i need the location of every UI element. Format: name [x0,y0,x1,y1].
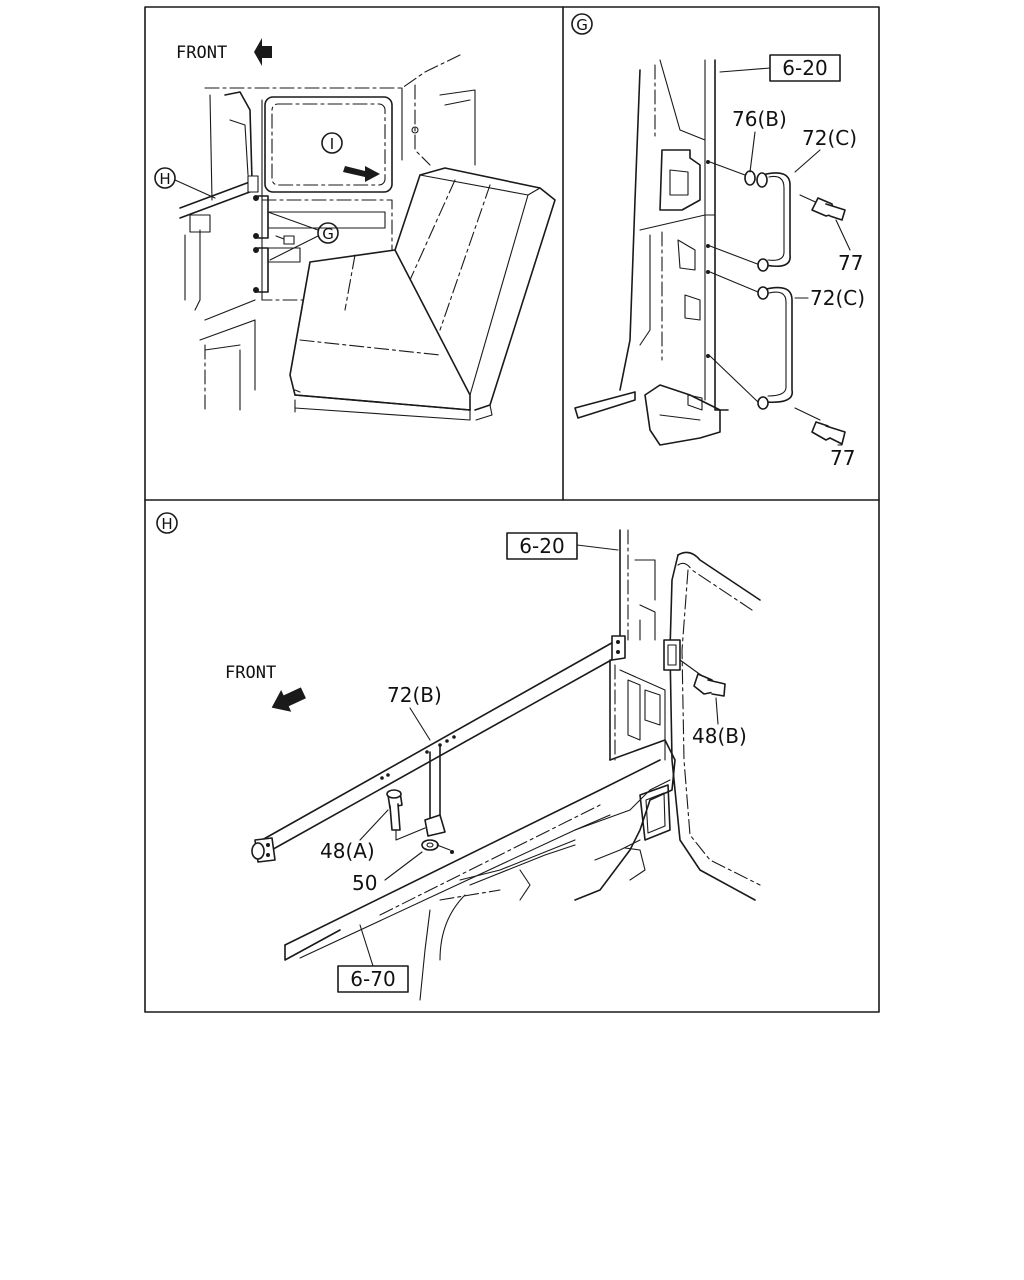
label-48a: 48(A) [320,839,375,863]
handles-g [253,195,295,293]
panel-marker-g: G [571,13,593,35]
bolt-48a-icon [386,789,426,841]
rail-72b [251,635,626,863]
svg-text:H: H [161,515,172,533]
ref-box-6-20-bottom: 6-20 [506,532,619,560]
svg-text:6-70: 6-70 [350,967,395,991]
label-72b: 72(B) [387,683,442,707]
label-50: 50 [352,871,377,895]
svg-text:G: G [322,225,334,243]
ref-box-6-20-top: 6-20 [719,54,841,82]
callout-g: G [267,211,339,261]
bench-seat [289,167,556,421]
svg-text:H: H [159,170,170,188]
ref-box-6-70: 6-70 [337,924,409,993]
callout-i: I [321,132,343,154]
label-77-upper: 77 [838,251,863,275]
callout-h: H [154,167,216,199]
direction-arrow-icon [343,166,380,182]
cab-body [284,529,761,1001]
washer-50-icon [421,839,454,854]
label-77-lower: 77 [830,446,855,470]
pillar-structure [574,59,729,446]
bolt-77-upper-icon [799,194,846,221]
front-arrow-icon [254,38,272,66]
label-72c-upper: 72(C) [802,126,857,150]
svg-text:G: G [576,16,588,34]
label-76b: 76(B) [732,107,787,131]
panel-frames [144,6,880,1013]
label-48b: 48(B) [692,724,747,748]
svg-text:I: I [330,135,334,153]
panel-top-left: FRONT [154,38,556,421]
panel-bottom: H FRONT 6-20 6-70 [156,512,761,1001]
label-72c-lower: 72(C) [810,286,865,310]
grab-handle-upper [744,170,791,272]
mount-holes [706,160,761,403]
front-label-bottom: FRONT [225,663,276,683]
svg-text:6-20: 6-20 [782,56,827,80]
front-arrow-bottom-icon [271,687,306,712]
grab-handle-lower [757,286,794,410]
panel-top-right: G 6-20 [571,13,865,470]
bolt-77-lower-icon [794,407,846,445]
bolt-48b-icon [679,659,726,697]
panel-marker-h: H [156,512,178,534]
front-label-top: FRONT [176,43,227,63]
rail-h [179,175,259,219]
svg-text:6-20: 6-20 [519,534,564,558]
